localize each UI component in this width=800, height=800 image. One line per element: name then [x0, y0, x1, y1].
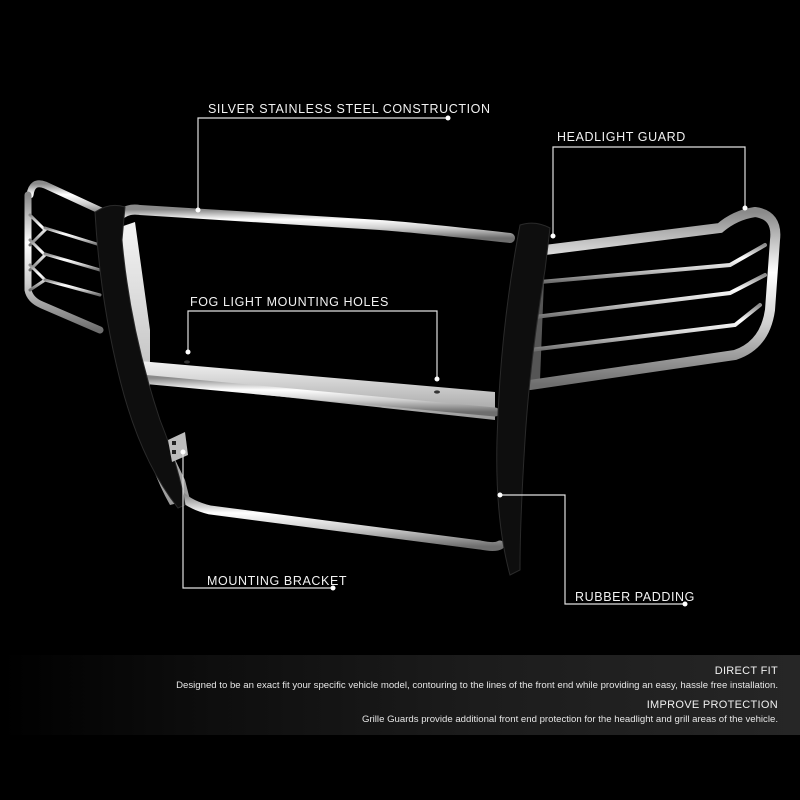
feature-title: DIRECT FIT	[714, 665, 778, 677]
fog-hole-right	[434, 390, 440, 394]
callout-headlight-guard: HEADLIGHT GUARD	[557, 130, 686, 144]
feature-description: Grille Guards provide additional front e…	[362, 714, 778, 725]
callout-fog-light-holes: FOG LIGHT MOUNTING HOLES	[190, 295, 389, 309]
top-bar	[115, 204, 515, 243]
right-rubber-padding	[496, 222, 551, 576]
bottom-bar	[175, 490, 505, 551]
callout-construction: SILVER STAINLESS STEEL CONSTRUCTION	[208, 102, 491, 116]
feature-direct-fit: DIRECT FIT Designed to be an exact fit y…	[176, 665, 778, 691]
middle-tube	[125, 373, 500, 417]
callout-mounting-bracket: MOUNTING BRACKET	[207, 574, 348, 588]
right-headlight-guard	[525, 206, 781, 390]
feature-title: IMPROVE PROTECTION	[646, 699, 778, 711]
fog-hole-left	[184, 360, 190, 364]
left-side-plate	[112, 222, 190, 505]
feature-banner: DIRECT FIT Designed to be an exact fit y…	[0, 655, 800, 735]
feature-improve-protection: IMPROVE PROTECTION Grille Guards provide…	[362, 699, 778, 725]
callout-dots	[180, 115, 748, 607]
feature-description: Designed to be an exact fit your specifi…	[176, 680, 778, 691]
callout-rubber-padding: RUBBER PADDING	[575, 590, 695, 604]
left-headlight-guard	[24, 180, 114, 334]
callout-lines	[182, 117, 746, 605]
left-rubber-padding	[94, 204, 186, 509]
